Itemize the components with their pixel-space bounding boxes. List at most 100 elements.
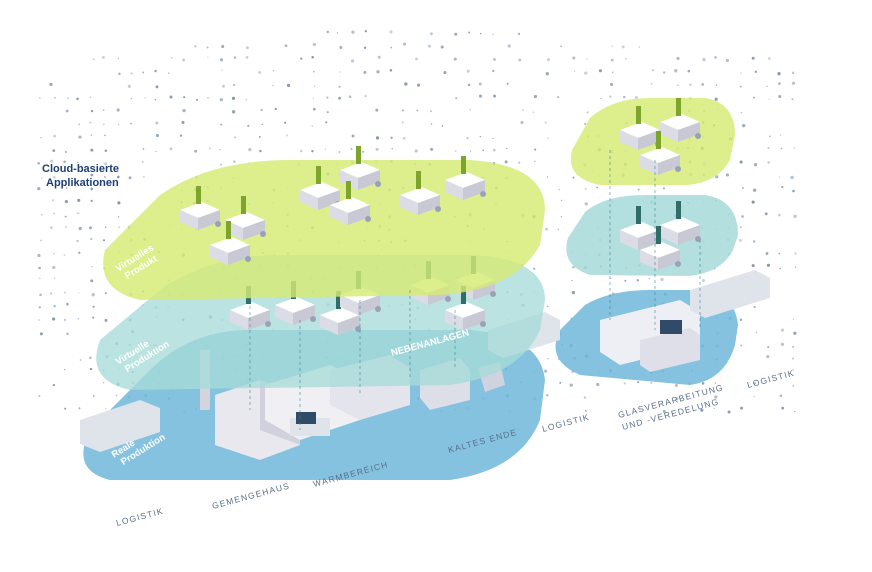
cloud-dot [625, 58, 627, 60]
workstation [660, 98, 701, 142]
cloud-dot [38, 277, 41, 280]
workstation [640, 131, 681, 175]
cloud-dot [611, 71, 614, 73]
cloud-dot [182, 108, 186, 113]
cloud-dot [739, 238, 742, 242]
cloud-dot [663, 71, 666, 74]
desk-front [198, 210, 220, 230]
cloud-dot [702, 58, 706, 62]
cloud-dot [700, 408, 704, 412]
workstation [210, 221, 251, 265]
cloud-dot [624, 279, 627, 282]
cloud-dot [571, 290, 576, 295]
cloud-dot [751, 56, 755, 60]
cloud-dot [233, 160, 236, 163]
cloud-dot [52, 317, 56, 321]
cloud-dot [117, 57, 120, 60]
cloud-dot [348, 95, 352, 99]
cloud-dot [272, 84, 274, 87]
cloud-dot [584, 409, 587, 412]
cloud-dot [739, 160, 743, 164]
cloud-dot [89, 121, 92, 124]
desk-top [660, 217, 700, 233]
cloud-dot [584, 71, 588, 75]
cloud-dot [573, 70, 576, 72]
cloud-dot [455, 150, 457, 152]
cloud-dot [740, 111, 743, 114]
cloud-dot [739, 85, 742, 88]
cloud-dot [76, 161, 79, 164]
chair [375, 181, 381, 187]
cloud-dot [753, 305, 756, 309]
cloud-dot [39, 293, 42, 297]
cloud-dot [651, 69, 655, 72]
cloud-dot [53, 134, 57, 138]
cloud-dot [144, 97, 146, 99]
cloud-dot [103, 109, 105, 111]
desk-front [418, 195, 440, 215]
cloud-dot [375, 108, 379, 112]
cloud-dot [155, 121, 159, 125]
cloud-dot [260, 108, 263, 112]
cloud-dot [118, 72, 121, 76]
cloud-dot [792, 385, 795, 387]
cloud-dot [261, 123, 263, 126]
cloud-dot [53, 212, 56, 215]
cloud-dot [714, 382, 716, 384]
desk-top [225, 212, 265, 228]
desk-front [293, 305, 315, 325]
desk-front [658, 155, 680, 175]
cloud-dot [478, 82, 482, 86]
cloud-dot [272, 69, 275, 72]
cloud-dot [414, 57, 418, 61]
cloud-dot [364, 94, 367, 98]
desk-top [210, 237, 250, 253]
cloud-dot [427, 44, 431, 48]
cloud-dot [559, 381, 562, 384]
cloud-dot [714, 395, 718, 399]
desk-side [330, 205, 348, 225]
cloud-dot [351, 30, 355, 34]
desk-front [463, 310, 485, 330]
workstation [445, 286, 486, 330]
cloud-dot [791, 357, 795, 360]
cloud-dot [648, 277, 651, 280]
cloud-dot [65, 109, 69, 113]
cloud-dot [258, 135, 261, 138]
desk-side [230, 310, 248, 330]
cloud-dot [195, 98, 199, 101]
cloud-dot [779, 176, 781, 178]
cloud-dot [64, 199, 68, 204]
cloud-dot [54, 97, 56, 99]
cloud-dot [37, 187, 41, 191]
cloud-dot [714, 56, 717, 59]
cloud-dot [610, 58, 614, 62]
cloud-dot [183, 96, 186, 99]
cloud-dot [478, 94, 483, 98]
workstation [330, 181, 371, 225]
cloud-dot [245, 99, 247, 101]
cloud-dot [791, 98, 794, 101]
title-line-2: Applikationen [46, 177, 119, 189]
cloud-dot [741, 215, 744, 218]
cloud-dot [102, 381, 105, 384]
cloud-dot [65, 226, 67, 228]
cloud-dot [753, 162, 758, 167]
cloud-dot [313, 85, 316, 87]
cloud-dot [650, 381, 653, 384]
cloud-dot [636, 279, 639, 282]
cloud-dot [453, 57, 457, 61]
desk-front [243, 220, 265, 240]
cloud-dot [326, 111, 329, 114]
cloud-dot [77, 198, 81, 202]
cloud-dot [521, 109, 524, 111]
cloud-dot [52, 149, 56, 153]
cloud-dot [117, 201, 121, 205]
cloud-dot [752, 240, 756, 243]
cloud-dot [623, 382, 626, 385]
cloud-dot [233, 56, 237, 59]
cloud-dot [67, 175, 69, 177]
cloud-dot [312, 42, 317, 47]
cloud-dot [676, 57, 680, 61]
cloud-dot [767, 161, 770, 164]
